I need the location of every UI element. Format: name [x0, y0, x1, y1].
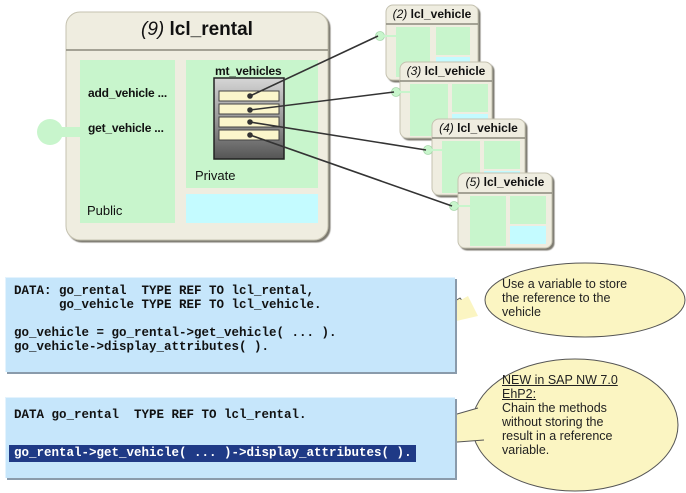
- method-add-vehicle: add_vehicle ...: [88, 86, 168, 100]
- vehicle-3-name: lcl_vehicle: [424, 64, 486, 78]
- main-class-number: (9): [141, 19, 165, 40]
- interface-lollipop-icon: [37, 119, 63, 145]
- public-section: [80, 60, 175, 223]
- reference-line-to-vehicle-5: [249, 134, 453, 207]
- highlighted-code-line: go_rental->get_vehicle( ... )->display_a…: [9, 445, 416, 462]
- vehicle-3-title: (3) lcl_vehicle: [400, 64, 492, 78]
- vehicle-4-number: (4): [439, 121, 454, 135]
- callout-2-line: without storing the: [502, 415, 604, 429]
- protected-section: [186, 194, 318, 223]
- callout-2-line: result in a reference: [502, 429, 613, 443]
- vehicle-3-private: [452, 84, 488, 112]
- vehicle-4-interface-stem: [431, 149, 442, 151]
- main-class-title: (9) lcl_rental: [66, 19, 328, 41]
- reference-dot-2: [247, 107, 253, 113]
- internal-table-icon: [213, 77, 285, 160]
- callout-2-heading: EhP2:: [502, 387, 537, 401]
- vehicle-2-name: lcl_vehicle: [410, 7, 472, 21]
- vehicle-2-number: (2): [392, 7, 408, 21]
- vehicle-5-private: [510, 196, 546, 224]
- method-get-vehicle: get_vehicle ...: [88, 121, 164, 135]
- vehicle-5-title: (5) lcl_vehicle: [458, 175, 552, 189]
- vehicle-4-title: (4) lcl_vehicle: [432, 121, 525, 135]
- reference-line-to-vehicle-2: [249, 35, 379, 97]
- callout-1-line: vehicle: [502, 305, 541, 319]
- vehicle-2-title: (2) lcl_vehicle: [386, 7, 478, 21]
- vehicle-2-private: [436, 27, 470, 55]
- code-line: go_vehicle->display_attributes( ).: [14, 340, 270, 354]
- vehicle-2-interface-stem: [383, 35, 396, 37]
- interface-lollipop-stem: [60, 127, 80, 137]
- code-block-2: DATA go_rental TYPE REF TO lcl_rental. g…: [5, 397, 455, 478]
- reference-dot-3: [247, 119, 253, 125]
- reference-dot-1: [247, 93, 253, 99]
- vehicle-5-cyan: [510, 226, 546, 244]
- callout-1-line: the reference to the: [502, 291, 611, 305]
- code-line: DATA: go_rental TYPE REF TO lcl_rental,: [14, 284, 315, 298]
- callout-2-line: Chain the methods: [502, 401, 607, 415]
- vehicle-4-private: [484, 141, 520, 169]
- vehicle-5-interface-stem: [457, 205, 470, 207]
- attribute-mt-vehicles: mt_vehicles: [215, 64, 282, 78]
- code-line: DATA go_rental TYPE REF TO lcl_rental.: [14, 408, 307, 422]
- reference-line-to-vehicle-4: [249, 121, 427, 151]
- reference-dot-4: [247, 132, 253, 138]
- vehicle-5-public: [470, 196, 506, 246]
- callout-2-line: variable.: [502, 443, 550, 457]
- callout-2-heading: NEW in SAP NW 7.0: [502, 373, 618, 387]
- vehicle-4-name: lcl_vehicle: [457, 121, 518, 135]
- private-label: Private: [195, 168, 236, 183]
- callout-1-line: Use a variable to store: [502, 277, 628, 291]
- code-line: go_vehicle = go_rental->get_vehicle( ...…: [14, 326, 337, 340]
- reference-line-to-vehicle-3: [249, 91, 395, 111]
- callout-2-text: NEW in SAP NW 7.0 EhP2: Chain the method…: [502, 373, 618, 457]
- vehicle-3-interface-stem: [399, 91, 410, 93]
- code-block-1: DATA: go_rental TYPE REF TO lcl_rental, …: [5, 277, 455, 372]
- vehicle-5-name: lcl_vehicle: [483, 175, 545, 189]
- vehicle-3-cyan: [452, 114, 488, 120]
- vehicle-5-number: (5): [465, 175, 481, 189]
- vehicle-3-number: (3): [406, 64, 422, 78]
- vehicle-2-cyan: [436, 57, 470, 63]
- public-label: Public: [87, 203, 123, 218]
- callout-1-text: Use a variable to store the reference to…: [502, 277, 627, 319]
- code-line: go_vehicle TYPE REF TO lcl_vehicle.: [14, 298, 322, 312]
- main-class-name: lcl_rental: [169, 19, 253, 40]
